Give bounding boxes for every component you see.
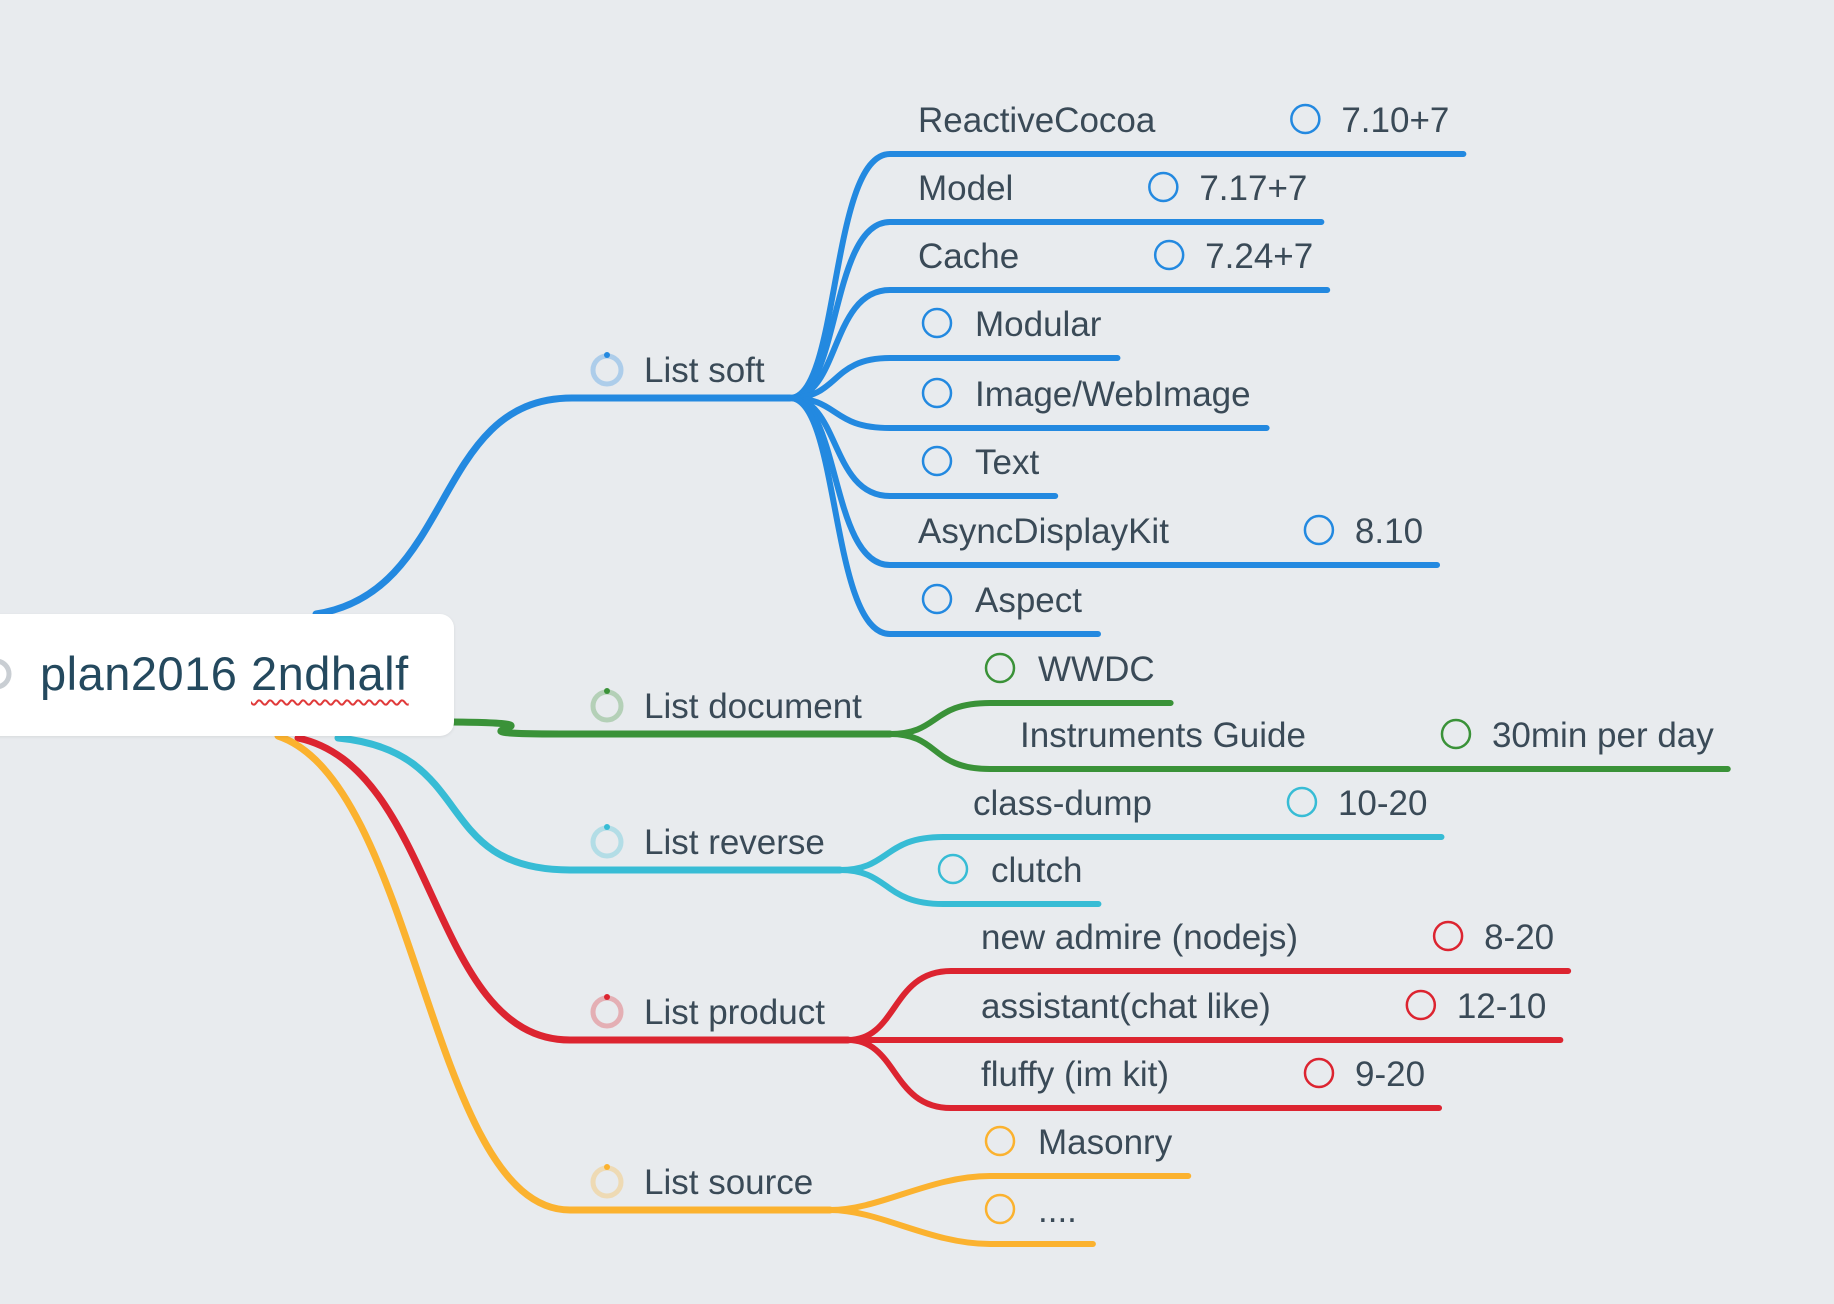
branch-topic-list-document[interactable]: List document [644,687,862,726]
progress-ring-icon [590,1164,624,1199]
branch-connector-list-soft [312,394,794,618]
progress-ring-dot [604,352,610,358]
progress-ring-icon [590,824,624,859]
task-date-10-20: 10-20 [1338,784,1428,823]
task-date-9-20: 9-20 [1355,1055,1425,1094]
subtopic-connector-instruments-guide [887,731,1731,772]
task-date-7-17-7: 7.17+7 [1199,169,1307,208]
subtopic-fluffy-im-kit[interactable]: fluffy (im kit) [981,1055,1169,1094]
task-checkbox-icon[interactable] [984,1193,1016,1225]
branch-topic-list-product[interactable]: List product [644,993,825,1032]
progress-ring-track [590,825,624,859]
branch-connector-list-reverse [334,734,844,874]
subtopic-assistant-chat-like[interactable]: assistant(chat like) [981,987,1271,1026]
task-checkbox-icon[interactable] [984,1125,1016,1157]
task-checkbox-icon[interactable] [984,652,1016,684]
subtopic-connector-clutch [837,867,1102,907]
subtopic-wwdc[interactable]: WWDC [1038,650,1155,689]
subtopic-connector-modular [787,355,1121,401]
subtopic-connector-reactivecocoa [787,151,1467,401]
progress-ring-icon [590,688,624,723]
subtopic-aspect[interactable]: Aspect [975,581,1082,620]
task-checkbox-icon[interactable] [1153,239,1185,271]
subtopic-item[interactable]: .... [1038,1191,1077,1230]
branch-topic-list-reverse[interactable]: List reverse [644,823,825,862]
subtopic-masonry[interactable]: Masonry [1038,1123,1173,1162]
progress-ring-track [590,1165,624,1199]
task-checkbox-icon[interactable] [1303,1057,1335,1089]
subtopic-clutch[interactable]: clutch [991,851,1082,890]
task-checkbox-icon[interactable] [921,445,953,477]
task-checkbox-icon[interactable] [921,377,953,409]
subtopic-asyncdisplaykit[interactable]: AsyncDisplayKit [918,512,1169,551]
subtopic-connector-class-dump [837,834,1445,873]
branch-topic-list-soft[interactable]: List soft [644,351,765,390]
task-checkbox-icon[interactable] [1286,786,1318,818]
task-checkbox-icon[interactable] [1432,920,1464,952]
subtopic-cache[interactable]: Cache [918,237,1019,276]
progress-ring-dot [604,1164,610,1170]
task-date-7-10-7: 7.10+7 [1341,101,1449,140]
task-date-8-20: 8-20 [1484,918,1554,957]
subtopic-connector-cache [787,287,1331,401]
task-checkbox-icon[interactable] [937,853,969,885]
progress-ring-icon [590,994,624,1029]
subtopic-class-dump[interactable]: class-dump [973,784,1152,823]
task-date-30min-per-day: 30min per day [1492,716,1714,755]
task-date-7-24-7: 7.24+7 [1205,237,1313,276]
task-checkbox-icon[interactable] [1440,718,1472,750]
subtopic-connector-item [827,1207,1096,1247]
progress-ring-dot [604,824,610,830]
subtopic-text[interactable]: Text [975,443,1039,482]
subtopic-connector-aspect [787,395,1101,637]
subtopic-new-admire-nodejs[interactable]: new admire (nodejs) [981,918,1298,957]
task-date-8-10: 8.10 [1355,512,1423,551]
branch-connector-list-product [294,734,852,1044]
central-topic-card[interactable] [0,614,454,736]
topic-nodes: List soft 7.10+7 ReactiveCocoa 7.17+7 Model 7… [590,101,1714,1230]
connector-lines [274,151,1731,1247]
progress-ring-icon [590,352,624,387]
task-checkbox-icon[interactable] [921,307,953,339]
subtopic-connector-model [787,219,1325,401]
branch-topic-list-source[interactable]: List source [644,1163,813,1202]
task-checkbox-icon[interactable] [1303,514,1335,546]
progress-ring-track [590,689,624,723]
task-checkbox-icon[interactable] [1405,989,1437,1021]
progress-ring-dot [604,688,610,694]
task-checkbox-icon[interactable] [921,583,953,615]
subtopic-modular[interactable]: Modular [975,305,1102,344]
progress-ring-track [590,353,624,387]
progress-ring-dot [604,994,610,1000]
central-topic-title-prefix: plan2016 [40,647,238,700]
subtopic-connector-masonry [827,1173,1192,1213]
central-topic-title[interactable]: plan2016 2ndhalf [40,646,409,701]
subtopic-image-webimage[interactable]: Image/WebImage [975,375,1251,414]
progress-ring-icon [0,659,12,689]
subtopic-connector-new-admire-nodejs [845,968,1572,1043]
subtopic-reactivecocoa[interactable]: ReactiveCocoa [918,101,1156,140]
subtopic-instruments-guide[interactable]: Instruments Guide [1020,716,1306,755]
task-checkbox-icon[interactable] [1290,103,1321,135]
branch-connector-list-document [448,718,894,738]
task-date-12-10: 12-10 [1457,987,1547,1026]
subtopic-model[interactable]: Model [918,169,1013,208]
subtopic-connector-fluffy-im-kit [845,1037,1443,1111]
branch-connector-list-source [274,732,834,1214]
task-checkbox-icon[interactable] [1148,171,1179,203]
central-topic-title-suffix: 2ndhalf [250,647,409,700]
progress-ring-track [590,995,624,1029]
